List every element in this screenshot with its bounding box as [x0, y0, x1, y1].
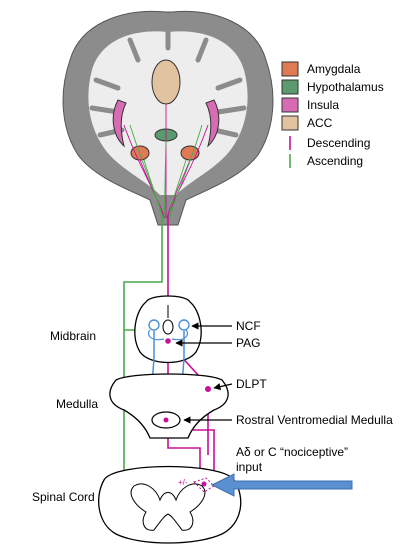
legend-label-descending: Descending	[307, 136, 371, 150]
dorsal-horn-synapse	[193, 477, 215, 493]
legend-swatch-amygdala	[281, 61, 299, 77]
spinal-cord-outline	[98, 465, 242, 544]
spinal-gray-matter	[130, 483, 206, 531]
medulla-section	[109, 373, 229, 439]
insula-left	[112, 99, 127, 148]
pag-to-ncf-loop	[147, 329, 189, 341]
legend-label-hypothalamus: Hypothalamus	[307, 80, 384, 94]
spinal-cord-section	[98, 465, 242, 544]
rvm-dot	[163, 417, 169, 423]
legend-swatch-hypothalamus	[281, 79, 299, 95]
legend-label-acc: ACC	[307, 116, 333, 130]
legend-swatches	[281, 61, 299, 168]
legend-label-ascending: Ascending	[307, 154, 364, 168]
midbrain-section	[134, 295, 202, 364]
legend-swatch-insula	[281, 97, 299, 113]
structure-label-ncf: NCF	[236, 319, 261, 333]
legend-label-insula: Insula	[307, 98, 340, 112]
level-label-spinal-cord: Spinal Cord	[32, 490, 95, 504]
level-label-midbrain: Midbrain	[50, 329, 97, 343]
white-matter	[88, 31, 248, 195]
legend-swatch-acc	[281, 115, 299, 131]
pag-dot	[165, 338, 171, 344]
converging-fibers	[123, 104, 209, 219]
insula-right	[205, 99, 220, 148]
input-label-line2: input	[236, 460, 263, 474]
level-label-medulla: Medulla	[56, 397, 99, 411]
brain-coronal-section	[62, 10, 274, 226]
synapse-sign-label: +/-	[178, 478, 188, 487]
structure-label-rvm: Rostral Ventromedial Medulla	[236, 413, 393, 427]
structure-label-dlpt: DLPT	[236, 377, 267, 391]
dlpt-dot	[205, 386, 211, 392]
aqueduct	[162, 319, 174, 335]
input-label-line1: Aδ or C “nociceptive”	[236, 445, 349, 459]
label-connectors	[175, 322, 233, 424]
acc-region	[151, 59, 181, 105]
legend-label-amygdala: Amygdala	[307, 62, 361, 76]
structure-label-pag: PAG	[236, 336, 261, 350]
nociceptive-input-arrow	[210, 473, 353, 497]
ncf-nucleus-right	[178, 319, 190, 331]
ncf-nucleus-left	[148, 319, 160, 331]
